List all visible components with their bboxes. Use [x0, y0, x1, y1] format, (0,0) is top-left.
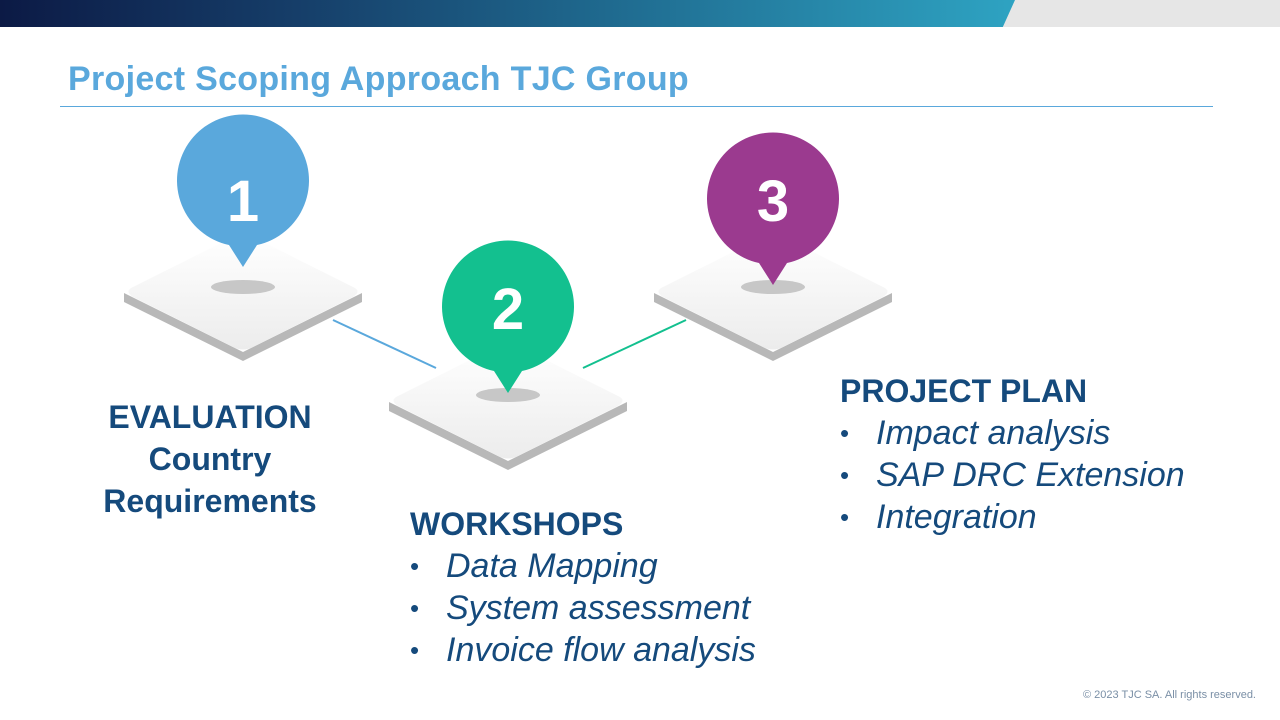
platform-3	[654, 234, 892, 361]
project-plan-list: Impact analysis SAP DRC Extension Integr…	[840, 412, 1185, 538]
list-item: Invoice flow analysis	[410, 629, 756, 671]
platform-1	[124, 234, 362, 361]
top-banner-gradient	[0, 0, 1015, 27]
platform-2	[389, 343, 627, 470]
top-banner	[0, 0, 1280, 27]
workshops-list: Data Mapping System assessment Invoice f…	[410, 545, 756, 671]
step-2-pin-icon: 2	[442, 240, 575, 393]
list-item: SAP DRC Extension	[840, 454, 1185, 496]
list-item: System assessment	[410, 587, 756, 629]
step-3-pin-icon: 3	[707, 132, 840, 285]
project-plan-block: PROJECT PLAN Impact analysis SAP DRC Ext…	[840, 370, 1185, 538]
workshops-heading: WORKSHOPS	[410, 506, 624, 542]
evaluation-line: Requirements	[103, 483, 317, 519]
step-1-number: 1	[227, 169, 259, 234]
step-1-pin-icon: 1	[177, 114, 309, 267]
project-plan-heading: PROJECT PLAN	[840, 373, 1088, 409]
slide-title: Project Scoping Approach TJC Group	[68, 60, 689, 98]
evaluation-line: Country	[148, 441, 272, 477]
connector-2-3	[582, 319, 687, 369]
list-item: Integration	[840, 496, 1185, 538]
copyright-footer: © 2023 TJC SA. All rights reserved.	[1083, 689, 1256, 701]
evaluation-block: EVALUATION Country Requirements	[60, 396, 360, 522]
title-underline	[60, 106, 1213, 107]
evaluation-line: EVALUATION	[108, 399, 312, 435]
step-3-number: 3	[757, 169, 789, 234]
list-item: Impact analysis	[840, 412, 1185, 454]
step-2-number: 2	[492, 277, 524, 342]
workshops-block: WORKSHOPS Data Mapping System assessment…	[410, 503, 756, 671]
connector-1-2	[332, 319, 437, 369]
list-item: Data Mapping	[410, 545, 756, 587]
